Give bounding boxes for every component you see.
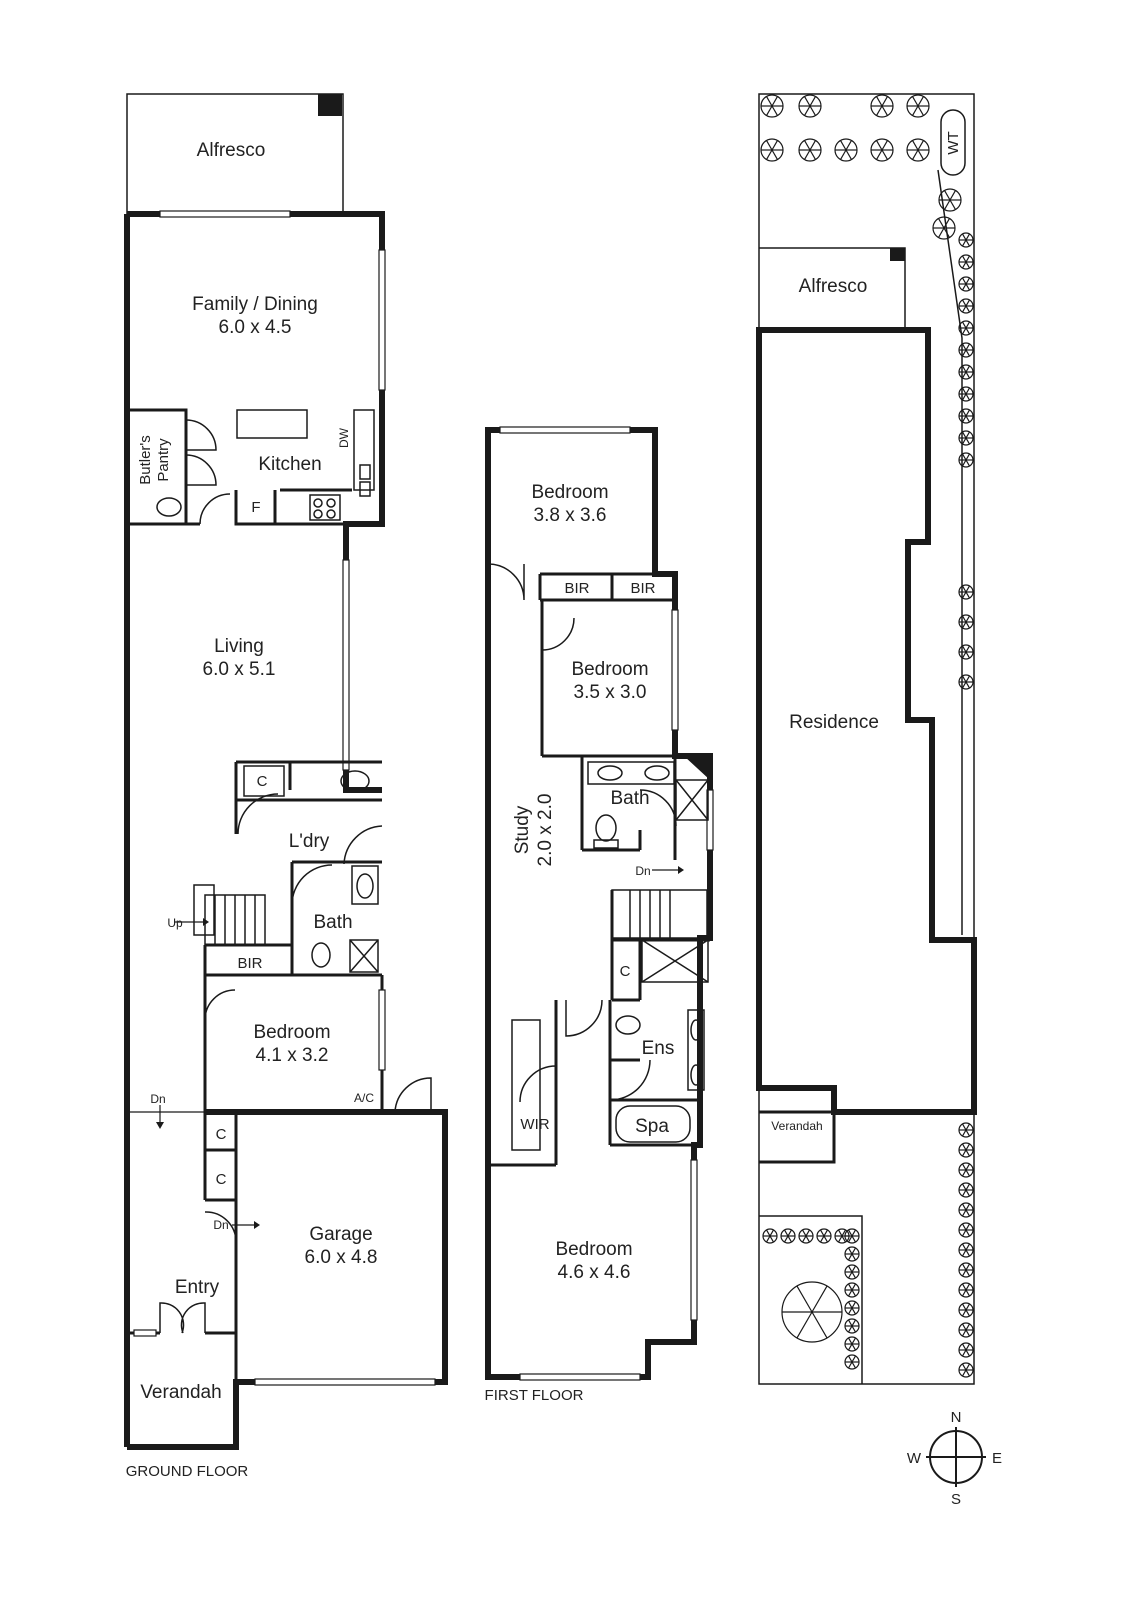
- water-tank-label: WT: [945, 131, 962, 154]
- alfresco-post: [318, 94, 342, 116]
- fridge-label: F: [251, 499, 260, 516]
- laundry-tub: [340, 770, 370, 792]
- wir-label: WIR: [520, 1116, 549, 1133]
- living-label: Living: [214, 636, 264, 657]
- bedroom-1-size: 3.8 x 3.6: [534, 505, 607, 526]
- entry-label: Entry: [175, 1277, 220, 1298]
- compass-north: N: [951, 1409, 962, 1426]
- bedroom-3-label: Bedroom: [555, 1239, 632, 1260]
- first-floor-plan: [485, 426, 714, 1381]
- bir-1-label: BIR: [564, 580, 589, 597]
- ground-floor-caption: GROUND FLOOR: [126, 1463, 249, 1480]
- residence-outline: [756, 327, 977, 1115]
- first-floor-caption: FIRST FLOOR: [485, 1387, 584, 1404]
- compass-south: S: [951, 1491, 961, 1508]
- bedroom-1-label: Bedroom: [531, 482, 608, 503]
- laundry-label: L'dry: [289, 831, 330, 852]
- site-plan: [756, 93, 977, 1385]
- bedroom-3-size: 4.6 x 4.6: [558, 1262, 631, 1283]
- compass-east: E: [992, 1450, 1002, 1467]
- ensuite-label: Ens: [642, 1038, 675, 1059]
- compass-west: W: [907, 1450, 922, 1467]
- ground-bedroom-size: 4.1 x 3.2: [256, 1045, 329, 1066]
- cooktop: [309, 494, 341, 521]
- family-dining-label: Family / Dining: [192, 294, 318, 315]
- ground-bedroom-label: Bedroom: [253, 1022, 330, 1043]
- ground-bath-label: Bath: [313, 912, 352, 933]
- water-tank: [940, 109, 966, 176]
- ground-bir-label: BIR: [237, 955, 262, 972]
- bir-2-label: BIR: [630, 580, 655, 597]
- butlers-pantry-label-2: Pantry: [155, 438, 172, 482]
- bedroom-2-size: 3.5 x 3.0: [574, 682, 647, 703]
- ground-floor-outer-wall: [124, 211, 448, 1450]
- site-trees: [760, 94, 974, 1378]
- compass-rose: [926, 1427, 986, 1487]
- living-size: 6.0 x 5.1: [203, 659, 276, 680]
- dishwasher-label: DW: [337, 427, 351, 448]
- first-bath-label: Bath: [610, 788, 649, 809]
- site-verandah-label: Verandah: [771, 1119, 822, 1133]
- stairs-up-label: Up: [167, 916, 183, 930]
- garage-dn-label: Dn: [213, 1218, 228, 1232]
- butlers-pantry-label-1: Butler's: [137, 435, 154, 485]
- first-dn-label: Dn: [635, 864, 650, 878]
- kitchen-island: [236, 409, 308, 439]
- toilet: [311, 942, 331, 968]
- study-size: 2.0 x 2.0: [535, 794, 556, 867]
- site-alfresco-label: Alfresco: [799, 276, 868, 297]
- ground-floor-plan: [124, 93, 448, 1450]
- residence-label: Residence: [789, 712, 879, 733]
- cupboard-1-label: C: [216, 1126, 227, 1143]
- dishwasher: [353, 409, 375, 491]
- bedroom-2-label: Bedroom: [571, 659, 648, 680]
- kitchen-label: Kitchen: [258, 454, 321, 475]
- spa-label: Spa: [635, 1116, 669, 1137]
- shower: [349, 939, 379, 973]
- hall-dn-label: Dn: [150, 1092, 165, 1106]
- laundry-cupboard-label: C: [257, 773, 268, 790]
- cupboard-2-label: C: [216, 1171, 227, 1188]
- ground-verandah-label: Verandah: [140, 1382, 221, 1403]
- study-label: Study: [512, 805, 533, 854]
- garage-size: 6.0 x 4.8: [305, 1247, 378, 1268]
- family-dining-size: 6.0 x 4.5: [219, 317, 292, 338]
- pantry-sink: [156, 497, 182, 517]
- spa-bath: [615, 1105, 691, 1143]
- ac-label: A/C: [354, 1091, 374, 1105]
- alfresco-label: Alfresco: [197, 140, 266, 161]
- garage-label: Garage: [309, 1224, 372, 1245]
- first-cupboard-label: C: [620, 963, 631, 980]
- first-floor-outer-wall: [485, 427, 713, 1380]
